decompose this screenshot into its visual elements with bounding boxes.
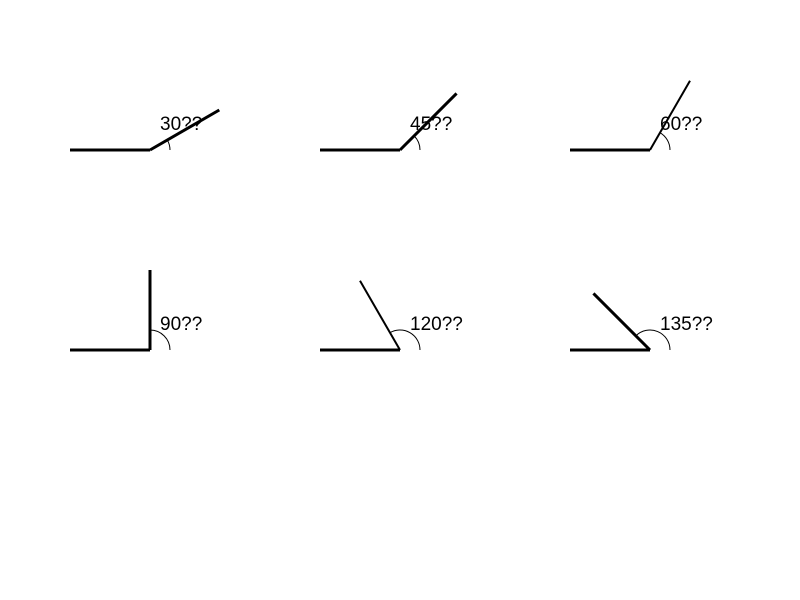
angle-arc (635, 329, 671, 351)
angle-arc (659, 132, 671, 151)
angle-label: 60?? (660, 114, 702, 135)
angle-figure-30: 30?? (70, 108, 221, 152)
angle-ray (398, 92, 458, 152)
angle-label: 90?? (160, 314, 202, 335)
angle-label: 30?? (160, 114, 202, 135)
angle-figure-120: 120?? (320, 280, 463, 352)
angle-ray (149, 108, 221, 152)
angle-arc (389, 329, 421, 351)
angle-arc (149, 329, 171, 351)
angle-label: 45?? (410, 114, 452, 135)
angle-label: 135?? (660, 314, 713, 335)
angle-arc (166, 139, 171, 151)
angle-ray (649, 80, 691, 151)
angle-figure-45: 45?? (320, 92, 458, 152)
angle-ray (359, 280, 401, 351)
angle-figure-135: 135?? (570, 292, 713, 352)
angle-arc (413, 135, 421, 151)
angle-ray (592, 292, 652, 352)
angle-label: 120?? (410, 314, 463, 335)
angle-figure-90: 90?? (70, 270, 202, 352)
angle-figure-60: 60?? (570, 80, 702, 152)
